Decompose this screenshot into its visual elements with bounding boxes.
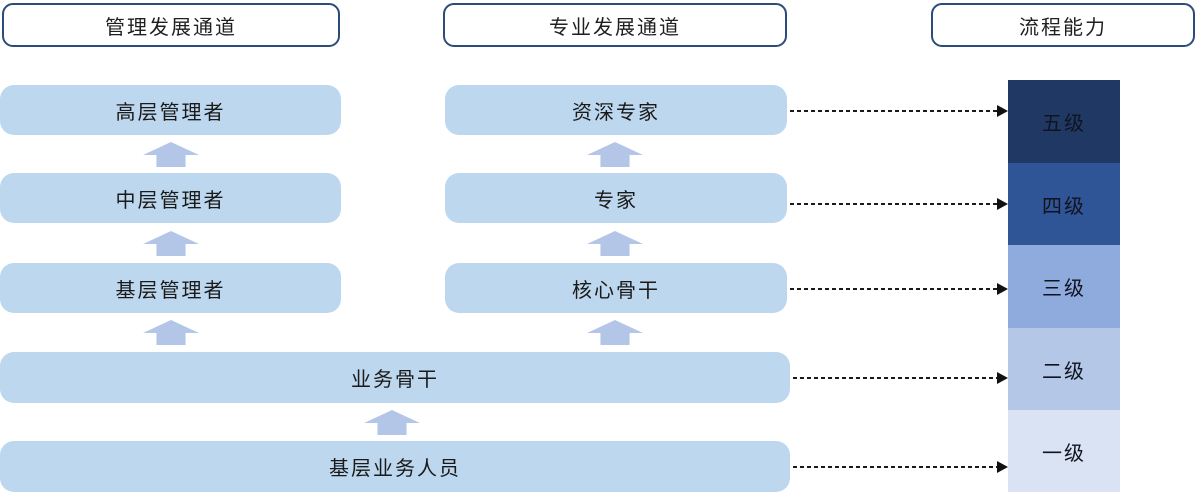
dashed-arrow-expert-to-level4 [790, 198, 1008, 210]
up-arrow-icon [587, 231, 643, 256]
up-arrow-icon [587, 142, 643, 167]
up-arrow-icon [143, 320, 199, 345]
dashed-arrow-grassroots-to-level1 [793, 461, 1008, 473]
up-arrow-icon [143, 231, 199, 256]
header-management-channel: 管理发展通道 [2, 3, 340, 47]
header-professional-channel: 专业发展通道 [443, 3, 787, 47]
box-business-backbone: 业务骨干 [0, 352, 790, 403]
arrowhead-icon [997, 461, 1008, 473]
process-level-5: 五级 [1008, 80, 1120, 163]
dashed-arrow-senior-expert-to-level5 [790, 105, 1008, 117]
up-arrow-icon [143, 142, 199, 167]
arrowhead-icon [997, 372, 1008, 384]
box-expert: 专家 [445, 173, 787, 223]
process-level-3: 三级 [1008, 245, 1120, 328]
process-level-2: 二级 [1008, 328, 1120, 410]
up-arrow-icon [364, 410, 420, 435]
box-grassroots-staff: 基层业务人员 [0, 441, 790, 492]
arrowhead-icon [997, 105, 1008, 117]
process-level-1: 一级 [1008, 410, 1120, 492]
arrowhead-icon [997, 283, 1008, 295]
header-process-capability: 流程能力 [931, 3, 1195, 47]
box-junior-manager: 基层管理者 [0, 263, 341, 313]
arrowhead-icon [997, 198, 1008, 210]
box-senior-manager: 高层管理者 [0, 85, 341, 135]
dashed-arrow-core-backbone-to-level3 [790, 283, 1008, 295]
box-senior-expert: 资深专家 [445, 85, 787, 135]
dashed-arrow-business-backbone-to-level2 [793, 372, 1008, 384]
up-arrow-icon [587, 320, 643, 345]
box-middle-manager: 中层管理者 [0, 173, 341, 223]
process-level-4: 四级 [1008, 163, 1120, 245]
box-core-backbone: 核心骨干 [445, 263, 787, 313]
